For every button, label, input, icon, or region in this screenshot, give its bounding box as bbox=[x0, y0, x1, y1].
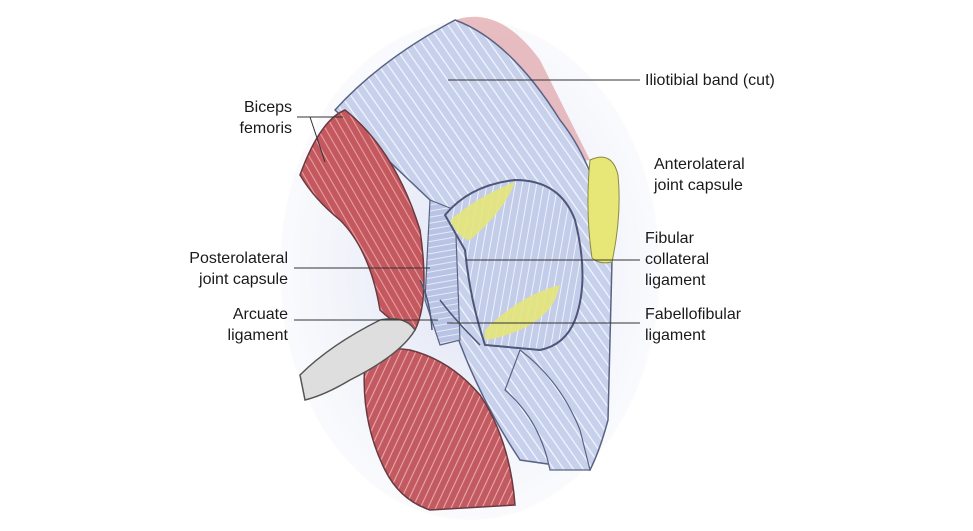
ligament-highlight-upper bbox=[450, 182, 515, 240]
retractor-strap bbox=[299, 318, 416, 401]
lower-leg-muscle bbox=[363, 348, 516, 511]
label-fibular-collateral-ligament: Fibular collateral ligament bbox=[645, 230, 710, 289]
label-iliotibial-band: Iliotibial band (cut) bbox=[645, 72, 775, 89]
label-fabellofibular-ligament: Fabellofibular ligament bbox=[645, 306, 742, 344]
fabellofibular-ligament bbox=[485, 285, 560, 340]
leader-lines bbox=[294, 79, 640, 324]
label-posterolateral-capsule: Posterolateral joint capsule bbox=[189, 250, 288, 288]
arcuate-ligament bbox=[419, 279, 433, 331]
label-arcuate-ligament: Arcuate ligament bbox=[227, 306, 288, 344]
biceps-femoris-muscle bbox=[299, 109, 425, 331]
label-biceps-femoris: Biceps femoris bbox=[239, 99, 292, 137]
anterolateral-capsule bbox=[587, 156, 620, 264]
lower-band bbox=[504, 349, 591, 471]
label-anterolateral-capsule: Anterolateral joint capsule bbox=[654, 156, 745, 194]
